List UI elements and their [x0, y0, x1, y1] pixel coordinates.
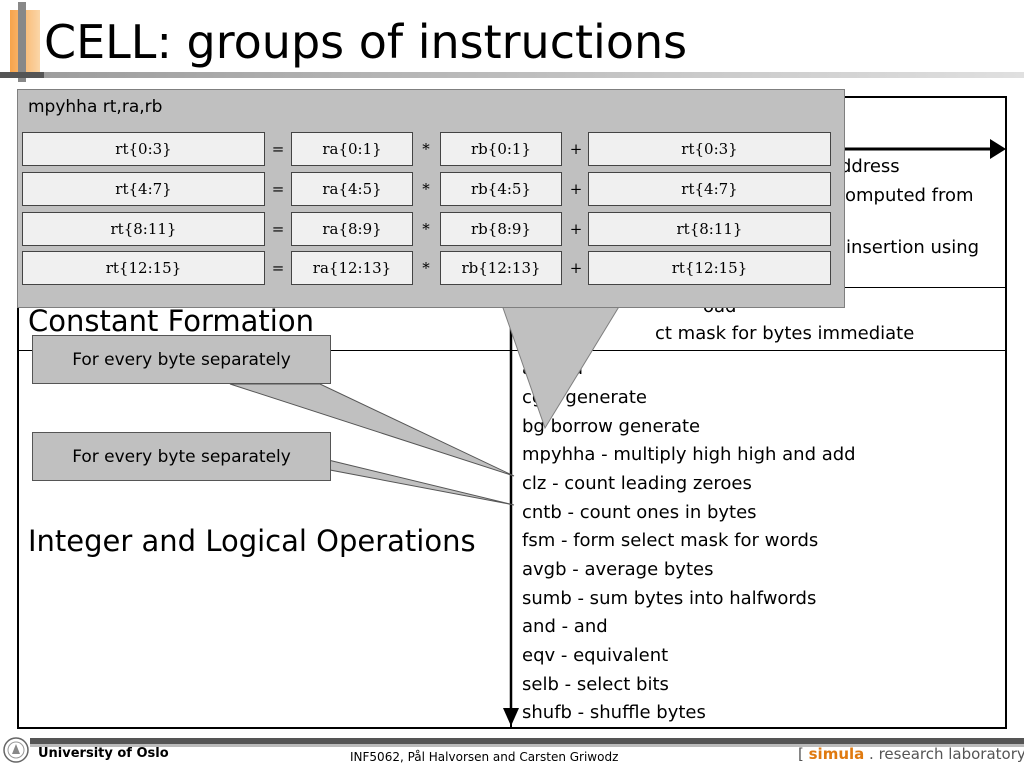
footer-course: INF5062, Pål Halvorsen and Carsten Griwo…: [350, 750, 619, 764]
instruction-fragment: omputed from: [845, 185, 974, 206]
popup-cell-rt: rt{12:15}: [22, 251, 265, 285]
popup-op-mul: *: [422, 220, 430, 238]
page-title: CELL: groups of instructions: [44, 15, 688, 69]
instruction-fragment: insertion using: [846, 237, 980, 258]
popup-cell-ra: ra{12:13}: [291, 251, 413, 285]
category-constant-formation: Constant Formation: [28, 304, 314, 338]
popup-op-add: +: [569, 140, 583, 158]
instruction-item: selb - select bits: [522, 674, 669, 695]
footer-divider-light: [30, 744, 1024, 747]
footer-divider: [30, 738, 1024, 744]
instruction-item: a word: [522, 358, 583, 379]
popup-op-add: +: [569, 259, 583, 277]
popup-cell-rb: rb{8:9}: [440, 212, 562, 246]
popup-op-eq: =: [271, 259, 285, 277]
instruction-item: clz - count leading zeroes: [522, 473, 752, 494]
instruction-item: bg borrow generate: [522, 416, 701, 437]
popup-cell-rb: rb{0:1}: [440, 132, 562, 166]
popup-op-add: +: [569, 180, 583, 198]
instruction-item: and - and: [522, 616, 608, 637]
instruction-item: fsm - form select mask for words: [522, 530, 819, 551]
popup-cell-ra: ra{4:5}: [291, 172, 413, 206]
popup-cell-acc: rt{0:3}: [588, 132, 831, 166]
byte-note-callout: For every byte separately: [32, 432, 331, 481]
instruction-item: mpyhha - multiply high high and add: [522, 444, 856, 465]
popup-op-eq: =: [271, 180, 285, 198]
popup-cell-acc: rt{8:11}: [588, 212, 831, 246]
instruction-fragment: ddress: [840, 156, 900, 177]
popup-op-eq: =: [271, 140, 285, 158]
instruction-item: sumb - sum bytes into halfwords: [522, 588, 817, 609]
instruction-item: shufb - shuffle bytes: [522, 702, 706, 723]
popup-cell-rt: rt{4:7}: [22, 172, 265, 206]
popup-op-add: +: [569, 220, 583, 238]
popup-cell-rt: rt{8:11}: [22, 212, 265, 246]
instruction-fragment: ct mask for bytes immediate: [655, 323, 915, 344]
footer-university: University of Oslo: [38, 746, 169, 761]
popup-cell-ra: ra{0:1}: [291, 132, 413, 166]
popup-cell-ra: ra{8:9}: [291, 212, 413, 246]
popup-cell-rb: rb{4:5}: [440, 172, 562, 206]
byte-note-callout: For every byte separately: [32, 335, 331, 384]
popup-op-mul: *: [422, 140, 430, 158]
instruction-item: cntb - count ones in bytes: [522, 502, 757, 523]
instruction-item: eqv - equivalent: [522, 645, 669, 666]
instruction-item: avgb - average bytes: [522, 559, 714, 580]
instruction-item: cg y generate: [522, 387, 647, 408]
category-integer-logical: Integer and Logical Operations: [28, 524, 476, 558]
popup-cell-acc: rt{4:7}: [588, 172, 831, 206]
popup-cell-acc: rt{12:15}: [588, 251, 831, 285]
university-seal-icon: [3, 737, 29, 763]
title-accent-bar-dark: [18, 2, 26, 82]
popup-op-mul: *: [422, 180, 430, 198]
popup-op-eq: =: [271, 220, 285, 238]
lab-simula: simula: [808, 745, 865, 763]
title-underline: [0, 72, 1024, 78]
popup-title: mpyhha rt,ra,rb: [28, 97, 163, 117]
lab-bracket-open: [: [798, 745, 809, 763]
popup-cell-rt: rt{0:3}: [22, 132, 265, 166]
popup-cell-rb: rb{12:13}: [440, 251, 562, 285]
title-underline-dark: [0, 72, 44, 78]
popup-op-mul: *: [422, 259, 430, 277]
footer-lab-logo: [ simula . research laboratory ]: [798, 745, 1024, 763]
lab-rest: . research laboratory ]: [864, 745, 1024, 763]
